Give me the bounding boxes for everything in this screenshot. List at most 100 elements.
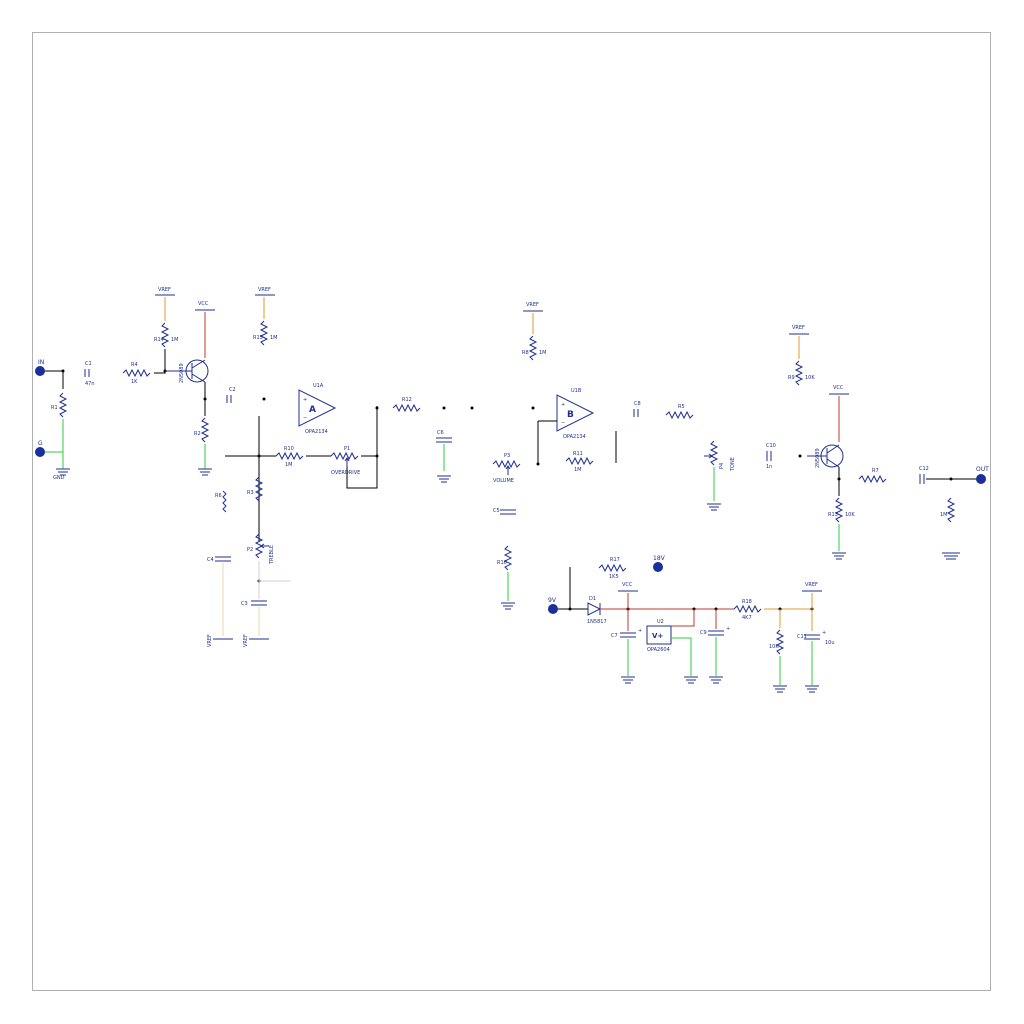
capacitor-c7[interactable]: + C7 xyxy=(611,628,642,639)
opamp-u1b[interactable]: + − B U1B OPA2134 xyxy=(556,388,595,440)
transistor-q1[interactable]: 2N5089 xyxy=(165,359,209,383)
vref-label: VREF xyxy=(792,325,805,331)
resistor-r1-out[interactable]: 1M xyxy=(940,497,956,523)
ground-symbol xyxy=(684,676,698,684)
pot-p1[interactable]: P1 OVERDRIVE xyxy=(330,446,360,476)
r17-ref: R17 xyxy=(610,557,620,563)
resistor-r6[interactable]: R6 xyxy=(215,490,227,513)
p2-ref: P2 xyxy=(247,547,253,553)
q2-part: 2N5089 xyxy=(815,448,821,468)
r16-ref: R16 xyxy=(497,560,507,566)
vcc-label: VCC xyxy=(198,301,209,307)
vcc-label: VCC xyxy=(833,385,844,391)
r1-out-val: 1M xyxy=(940,512,948,518)
resistor-r11[interactable]: R11 1M xyxy=(565,451,594,473)
u1b-sym: B xyxy=(567,410,574,420)
r18-ref: R18 xyxy=(742,599,752,605)
vref-label: VREF xyxy=(243,634,249,647)
pot-p3[interactable]: P3 VOLUME xyxy=(492,453,521,484)
resistor-r18[interactable]: R18 4K7 xyxy=(733,599,762,621)
ground-symbol xyxy=(707,503,721,511)
ground-symbol xyxy=(437,475,451,483)
port-18v-label: 18V xyxy=(653,555,666,562)
c10-ref: C10 xyxy=(766,443,776,449)
capacitor-c10[interactable]: C10 1n xyxy=(766,443,776,470)
capacitor-c1[interactable]: C1 47n xyxy=(84,361,95,387)
output-port-label: OUT xyxy=(976,466,989,473)
capacitor-c11[interactable]: + C11 10u xyxy=(797,630,835,646)
resistor-r3[interactable]: R3 xyxy=(247,476,264,502)
plus-sign: + xyxy=(303,397,307,403)
r4-val: 1K xyxy=(131,379,138,385)
capacitor-c9[interactable]: + C9 xyxy=(700,626,730,636)
wire xyxy=(779,593,813,631)
vcc-label: VCC xyxy=(622,582,633,588)
capacitor-c8[interactable]: C8 xyxy=(633,401,641,417)
schematic-sheet: IN G R1 GND C1 47n R4 1K xyxy=(32,32,991,991)
capacitor-c5[interactable]: C5 xyxy=(493,508,516,515)
p4-val: TONE xyxy=(730,457,736,472)
resistor-r2[interactable]: R2 xyxy=(194,417,210,443)
u1a-part: OPA2134 xyxy=(305,429,328,435)
opamp-u1a[interactable]: + − A U1A OPA2134 xyxy=(298,383,337,435)
resistor-r16[interactable]: R16 xyxy=(497,545,513,571)
resistor-r13[interactable]: R13 10K xyxy=(828,497,855,523)
resistor-r4[interactable]: R4 1K xyxy=(122,362,151,385)
q1-part: 2N5089 xyxy=(179,363,185,383)
pot-p4[interactable]: P4 TONE xyxy=(704,440,736,472)
resistor-r17[interactable]: R17 1K5 xyxy=(598,557,627,580)
ground-symbol xyxy=(709,676,723,684)
resistor-r15[interactable]: R15 1M xyxy=(253,320,278,346)
diode-d1[interactable]: D1 1N5817 xyxy=(587,596,607,625)
vref-rail-4: VREF xyxy=(207,634,233,647)
r9-val: 10K xyxy=(805,375,815,381)
ground-symbol xyxy=(942,552,960,560)
port-9v[interactable]: 9V xyxy=(548,597,558,614)
wire xyxy=(154,371,166,374)
resistor-r9[interactable]: R9 10K xyxy=(788,360,815,386)
capacitor-c3[interactable]: C3 xyxy=(241,600,267,607)
u1b-part: OPA2134 xyxy=(563,434,586,440)
r13-ref: R13 xyxy=(828,512,838,518)
vcc-rail-2: VCC xyxy=(829,385,849,395)
vref-label: VREF xyxy=(526,302,539,308)
r6-ref: R6 xyxy=(215,493,222,499)
c3-ref: C3 xyxy=(241,601,248,607)
c7-ref: C7 xyxy=(611,633,618,639)
port-18v[interactable]: 18V xyxy=(653,555,666,572)
vref-label: VREF xyxy=(258,287,271,293)
vref-rail-3: VREF xyxy=(243,634,269,647)
c2-ref: C2 xyxy=(229,387,236,393)
vref-rail-2: VREF xyxy=(255,287,275,296)
d1-val: 1N5817 xyxy=(587,619,607,625)
resistor-r7[interactable]: R7 xyxy=(858,468,887,484)
capacitor-c12[interactable]: C12 xyxy=(919,466,929,484)
resistor-r5[interactable]: R5 xyxy=(665,404,694,420)
r14-val: 1M xyxy=(171,337,179,343)
resistor-r14[interactable]: R14 1M xyxy=(154,322,179,348)
c11-ref: C11 xyxy=(797,634,807,640)
r3-ref: R3 xyxy=(247,490,254,496)
minus-sign: − xyxy=(561,420,565,426)
c9-ref: C9 xyxy=(700,630,707,636)
capacitor-c2[interactable]: C2 xyxy=(226,387,236,403)
ground-port[interactable]: G xyxy=(35,440,45,457)
r15-ref: R15 xyxy=(253,335,263,341)
input-port[interactable]: IN xyxy=(35,359,45,376)
capacitor-c6[interactable]: C6 xyxy=(436,430,452,443)
opamp-u2[interactable]: V+ U2 OPA2604 xyxy=(646,619,672,653)
vref-rail-7: VREF xyxy=(802,582,822,592)
d1-ref: D1 xyxy=(589,596,596,602)
output-port[interactable]: OUT xyxy=(976,466,989,484)
resistor-r10[interactable]: R10 1M xyxy=(275,446,304,468)
resistor-r1[interactable]: R1 xyxy=(51,392,68,418)
r17b-val: 10K xyxy=(769,644,779,650)
pot-p2[interactable]: P2 TREBLE xyxy=(247,533,275,565)
wire xyxy=(45,370,64,389)
transistor-q2[interactable]: 2N5089 xyxy=(807,444,844,468)
capacitor-c4[interactable]: C4 xyxy=(207,556,231,563)
resistor-r8[interactable]: R8 1M xyxy=(522,335,547,361)
resistor-r12[interactable]: R12 xyxy=(392,397,421,413)
p3-ref: P3 xyxy=(504,453,510,459)
resistor-r17b[interactable]: 10K xyxy=(769,629,785,655)
